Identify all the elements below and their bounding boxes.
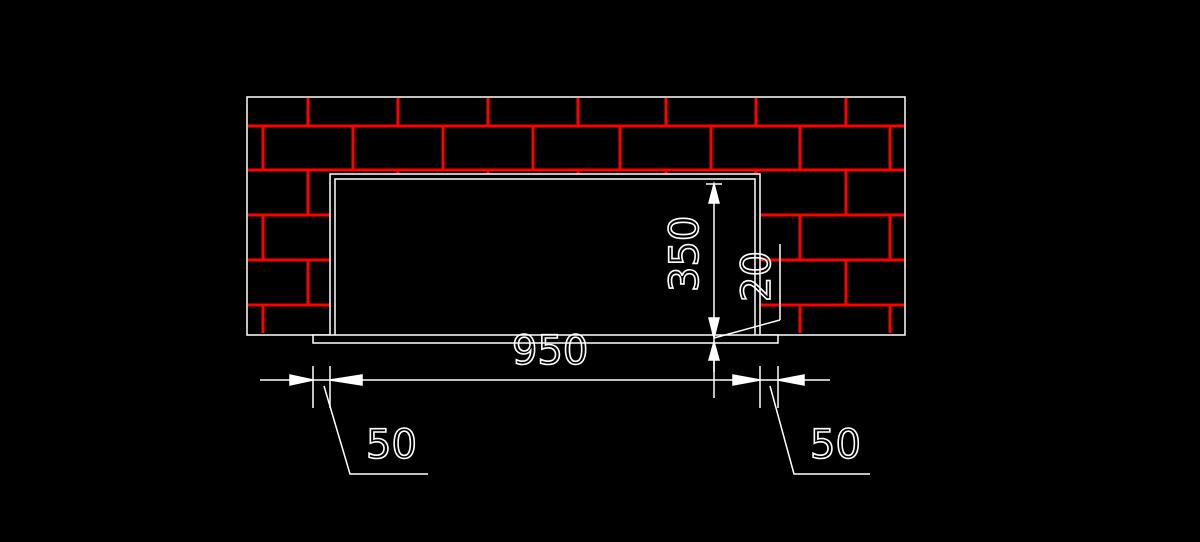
- left-margin-leader: [323, 385, 428, 475]
- sill-plate: [312, 334, 779, 344]
- right-margin-label: 50: [810, 422, 861, 468]
- opening-mask: [330, 174, 760, 342]
- thickness-dimension-label: 20: [734, 251, 780, 302]
- right-margin-leader: [769, 385, 870, 475]
- left-margin-label: 50: [366, 422, 417, 468]
- width-dimension: [260, 366, 830, 408]
- width-dimension-label: 950: [512, 328, 588, 374]
- thickness-dimension: [708, 244, 781, 372]
- height-dimension-label: 350: [662, 216, 708, 292]
